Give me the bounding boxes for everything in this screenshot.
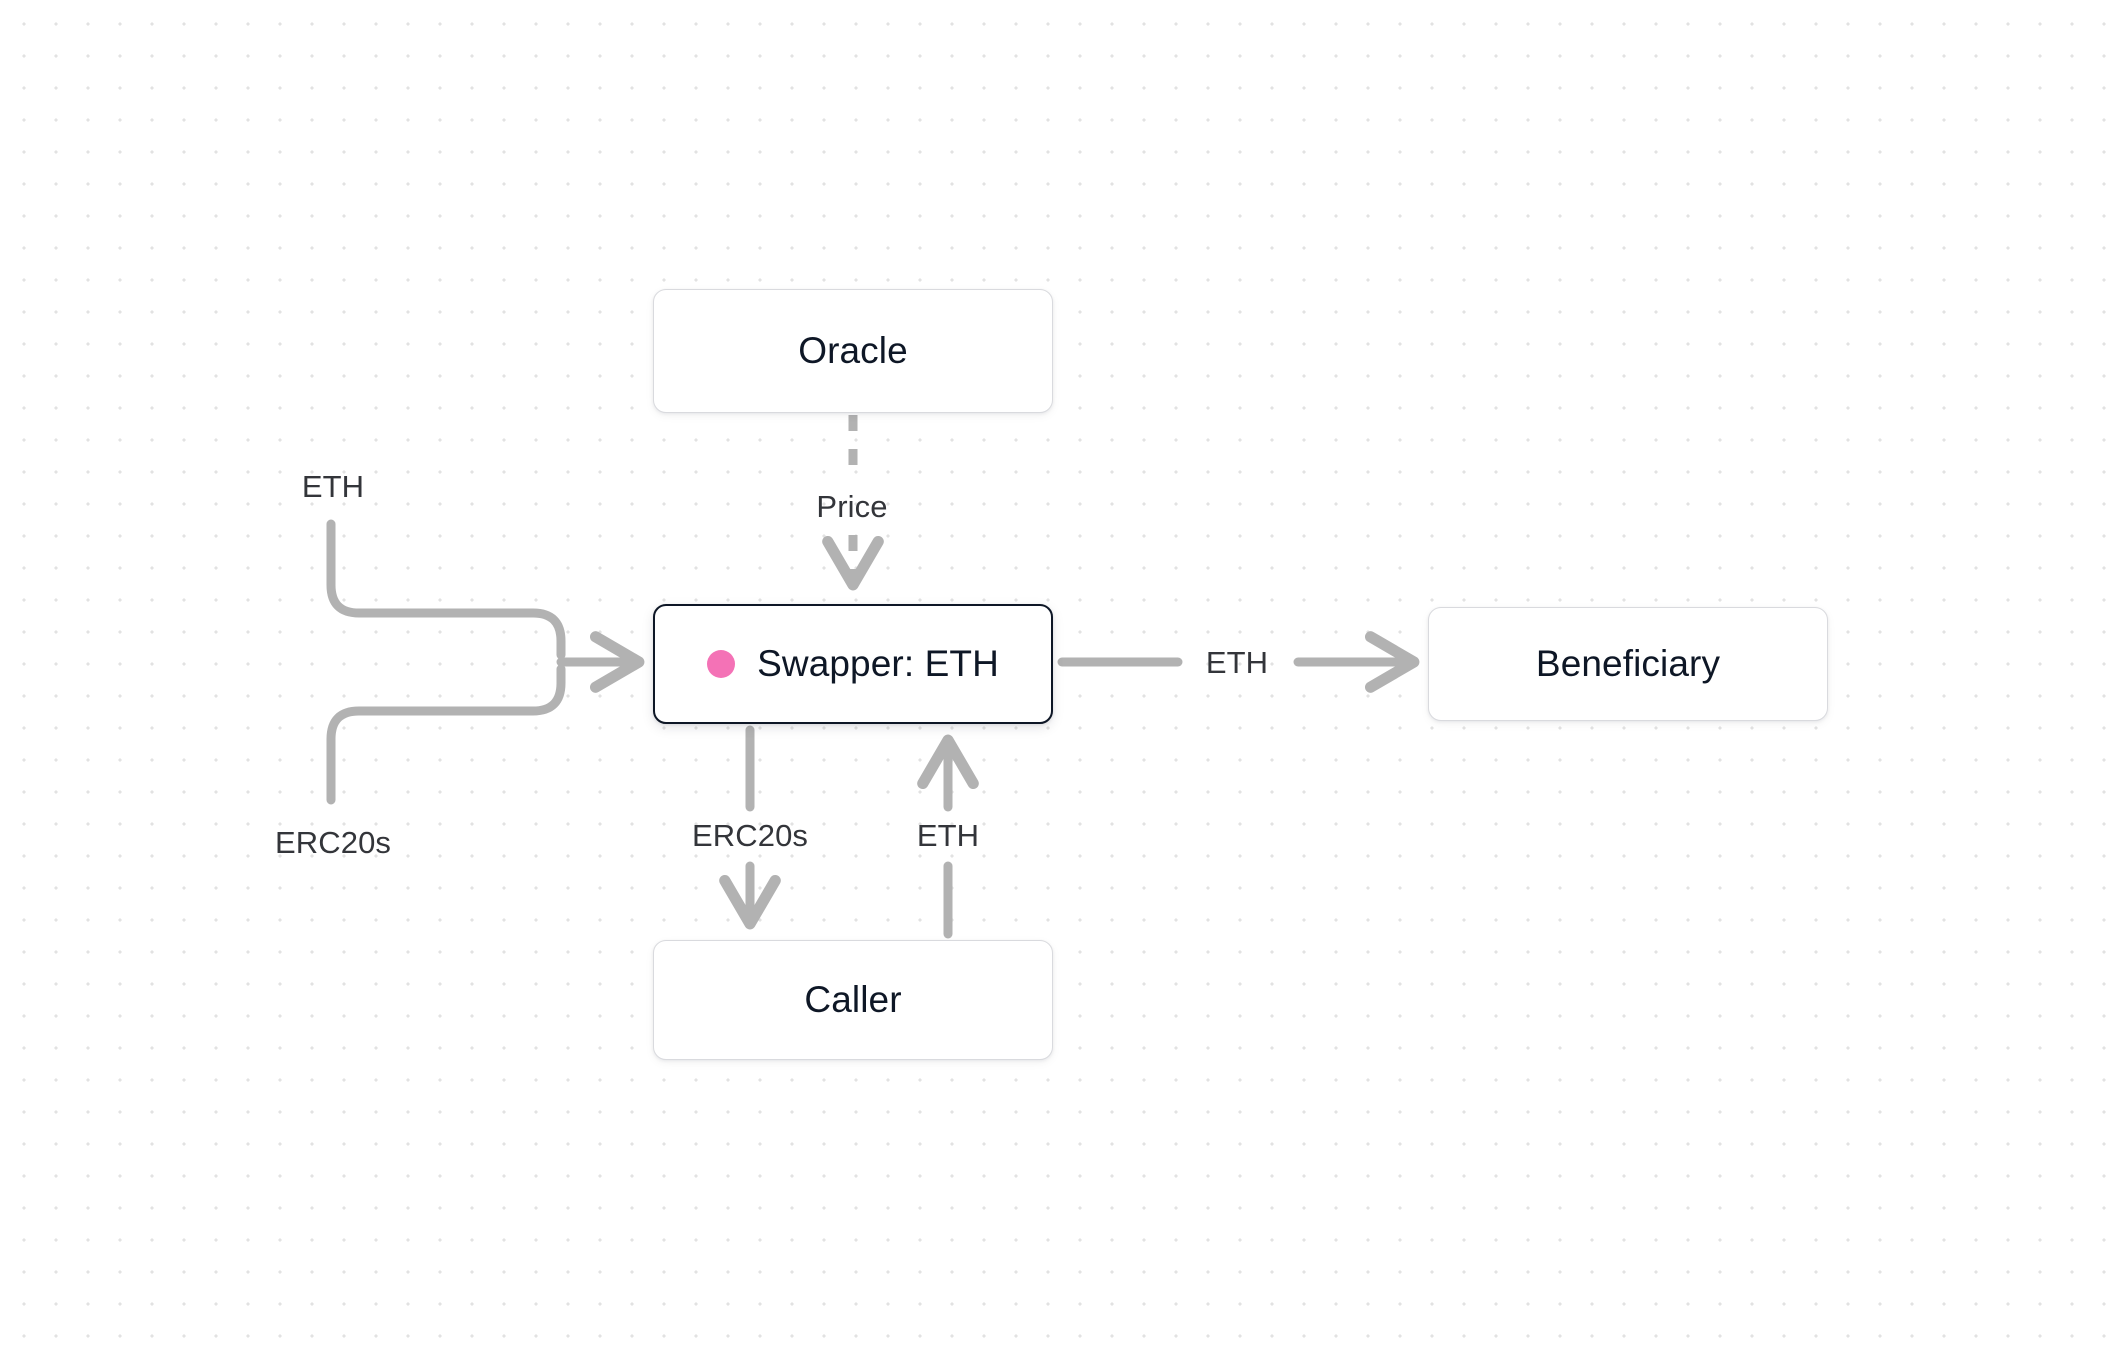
node-swapper-label: Swapper: ETH — [757, 643, 999, 684]
edge-label-oracle-price: Price — [816, 489, 888, 524]
node-oracle-label: Oracle — [798, 330, 908, 371]
node-beneficiary[interactable]: Beneficiary — [1428, 607, 1828, 721]
edge-label-erc20s-in: ERC20s — [274, 825, 392, 860]
edge-label-caller-swapper: ETH — [916, 818, 980, 853]
edge-eth-in-path — [326, 519, 566, 660]
edge-label-eth-in: ETH — [301, 469, 365, 504]
node-caller[interactable]: Caller — [653, 940, 1053, 1060]
status-dot-icon — [707, 650, 736, 678]
edge-label-swapper-beneficiary: ETH — [1205, 645, 1269, 680]
node-swapper[interactable]: Swapper: ETH — [653, 604, 1053, 724]
node-oracle[interactable]: Oracle — [653, 289, 1053, 413]
edge-label-swapper-caller: ERC20s — [691, 818, 809, 853]
node-beneficiary-label: Beneficiary — [1535, 643, 1721, 684]
edge-erc20s-in-path — [326, 664, 566, 805]
node-caller-label: Caller — [804, 979, 902, 1020]
